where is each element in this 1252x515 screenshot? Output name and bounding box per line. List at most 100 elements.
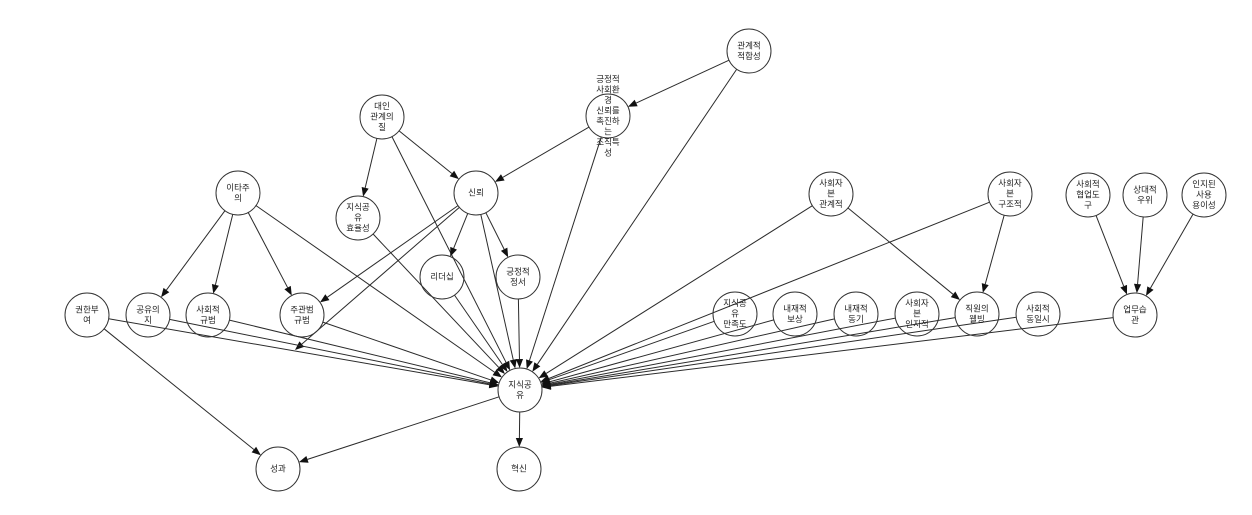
node-circle xyxy=(1065,172,1111,218)
node-label-line: 규범 xyxy=(294,315,310,326)
node-label-line: 촉진하 xyxy=(596,116,620,127)
node-circle xyxy=(495,254,541,300)
edge-altruism-to-social_norm xyxy=(211,214,234,294)
node-circle xyxy=(125,292,171,338)
edge-interpersonal-to-trust xyxy=(398,130,459,180)
node-label-line: 본 xyxy=(827,190,835,200)
edge-subjective_norm-to-knowledge_sharing xyxy=(322,321,500,384)
edge-empowerment-to-knowledge_sharing xyxy=(108,318,499,389)
node-label-line: 긍정적 xyxy=(596,74,619,85)
node-label-line: 신뢰를 xyxy=(596,106,620,116)
node-circle xyxy=(496,446,542,492)
node-label-line: 사회환 xyxy=(596,84,620,95)
node-innovation: 혁신 xyxy=(496,446,542,492)
node-label-line: 본 xyxy=(1006,190,1014,200)
edge-line xyxy=(550,318,835,384)
edge-line xyxy=(550,317,896,385)
node-label-line: 구조적 xyxy=(998,199,1021,210)
edge-positive_emotion-to-knowledge_sharing xyxy=(515,298,524,369)
node-label-line: 규범 xyxy=(200,315,216,326)
edge-line xyxy=(103,328,255,450)
node-label-line: 인지적 xyxy=(905,319,928,330)
edge-line xyxy=(391,136,507,363)
node-label-line: 사회자 xyxy=(819,179,843,189)
node-label-line: 조직특 xyxy=(596,137,620,148)
node-circle xyxy=(359,94,405,140)
arrowhead-icon xyxy=(161,287,170,298)
edge-line xyxy=(529,136,602,361)
node-label-line: 웰빙 xyxy=(969,314,985,325)
node-label-line: 공유의 xyxy=(136,304,159,315)
node-label-line: 사회적 xyxy=(1026,303,1049,314)
node-label-line: 성과 xyxy=(270,465,286,475)
edge-relational_fit-to-org_traits xyxy=(627,59,730,107)
node-circle xyxy=(255,446,301,492)
arrowhead-icon xyxy=(532,362,541,372)
edge-line xyxy=(1137,216,1144,285)
edge-line xyxy=(549,320,715,381)
edge-ease_of_use-to-work_habit xyxy=(1145,213,1194,296)
edge-line xyxy=(454,294,503,365)
node-label-line: 대인 xyxy=(374,101,390,112)
node-label-line: 권한부 xyxy=(75,304,99,315)
node-label-line: 긍정적 xyxy=(506,266,529,277)
edge-line xyxy=(550,316,1017,386)
node-circle xyxy=(954,291,1000,337)
arrowhead-icon xyxy=(627,99,638,107)
node-label-line: 사회자 xyxy=(998,179,1022,189)
arrowhead-icon xyxy=(298,455,309,463)
edge-line xyxy=(372,233,500,368)
node-circle xyxy=(335,195,381,241)
node-label-line: 만족도 xyxy=(723,320,747,330)
node-label-line: 관 xyxy=(1131,315,1139,326)
edge-intrinsic_motivation-to-knowledge_sharing xyxy=(541,318,835,387)
node-circle xyxy=(1181,172,1227,218)
node-performance: 성과 xyxy=(255,446,301,492)
node-circle xyxy=(497,367,543,413)
node-label-line: 직원의 xyxy=(965,303,988,314)
edge-relative_adv-to-work_habit xyxy=(1133,216,1144,294)
node-label-line: 관계적 xyxy=(737,40,760,51)
edge-line xyxy=(536,68,738,365)
edge-line xyxy=(166,210,226,291)
node-label-line: 유 xyxy=(354,214,362,224)
edge-line xyxy=(550,317,1114,387)
node-label-line: 지식공 xyxy=(723,299,747,309)
node-circle xyxy=(987,171,1033,217)
edge-trust-to-positive_emotion xyxy=(485,212,509,258)
node-label-line: 관계적 xyxy=(819,199,842,210)
edge-line xyxy=(1150,213,1194,289)
arrowhead-icon xyxy=(284,285,292,296)
node-label-line: 신뢰 xyxy=(468,189,484,199)
edge-line xyxy=(548,201,990,379)
node-circle xyxy=(712,291,758,337)
node-leadership: 리더십 xyxy=(419,254,465,300)
edge-line xyxy=(364,138,378,188)
edge-trust-to-knowledge_sharing xyxy=(480,214,517,369)
node-label-line: 효율성 xyxy=(346,224,369,234)
arrowhead-icon xyxy=(950,291,961,301)
edge-line xyxy=(169,318,490,385)
node-label-line: 주관범 xyxy=(290,304,313,315)
nodes-layer: 관계적적합성긍정적사회환경신뢰를촉진하는조직특성대인관계의질신뢰이타주의지식공유… xyxy=(64,28,1227,492)
edge-line xyxy=(635,59,730,104)
edge-interpersonal-to-ks_efficiency xyxy=(361,138,378,197)
edge-altruism-to-knowledge_sharing xyxy=(255,205,502,378)
arrowhead-icon xyxy=(251,446,261,456)
arrowhead-icon xyxy=(981,283,989,293)
node-label-line: 보상 xyxy=(787,314,803,325)
node-label-line: 내재적 xyxy=(783,303,806,314)
edge-collab_tools-to-work_habit xyxy=(1095,215,1128,295)
edge-empowerment-to-performance xyxy=(103,328,261,456)
edge-line xyxy=(247,212,289,288)
